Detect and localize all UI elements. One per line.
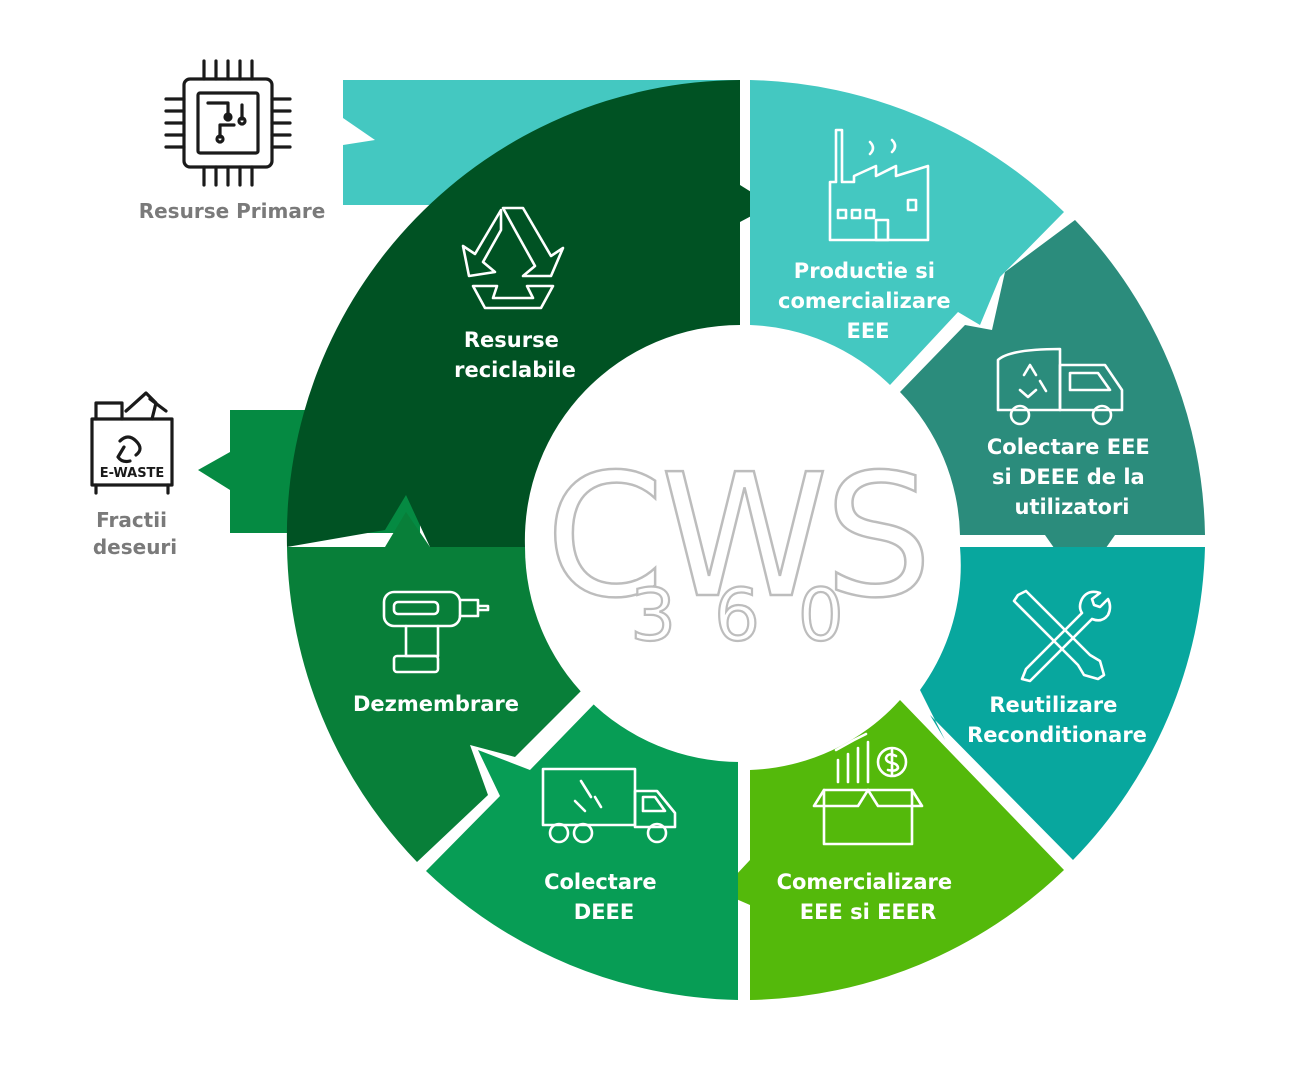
segment-dezmembrare (287, 512, 585, 862)
label-reutilizare-line: Reutilizare (989, 693, 1117, 717)
label-dezmembrare-line: Dezmembrare (353, 692, 519, 716)
label-comercializare-line: Comercializare (777, 870, 953, 894)
label-colectare-utilizatori-line: Colectare EEE (987, 435, 1150, 459)
recycling-truck-icon (541, 767, 677, 844)
label-colectare-utilizatori-line: si DEEE de la (992, 465, 1145, 489)
e-waste-bin-icon: E-WASTE (90, 391, 174, 495)
label-resurse-reciclabile-line: Resurse (464, 328, 559, 352)
label-comercializare-line: EEE si EEER (800, 900, 937, 924)
e-waste-bin-text: E-WASTE (100, 466, 165, 481)
label-colectare-utilizatori: Colectare EEE si DEEE de la utilizatori (987, 435, 1157, 519)
garbage-truck-icon (996, 347, 1124, 426)
label-productie-line: Productie si (794, 259, 935, 283)
label-resurse-reciclabile: Resurse reciclabile (454, 328, 576, 382)
center-circle (525, 332, 955, 762)
segment-resurse-reciclabile (286, 80, 772, 547)
factory-icon (828, 128, 930, 242)
label-fractii-deseuri-line: Fractii (96, 508, 167, 532)
box-growth-icon (812, 732, 924, 846)
chip-icon (164, 59, 292, 187)
label-resurse-reciclabile-line: reciclabile (454, 358, 576, 382)
label-fractii-deseuri: Fractii deseuri (93, 508, 177, 559)
label-colectare-deee-line: DEEE (574, 900, 634, 924)
label-colectare-utilizatori-line: utilizatori (1015, 495, 1130, 519)
segment-comercializare (720, 700, 1064, 1000)
logo-main: CWS (546, 438, 929, 636)
label-fractii-deseuri-line: deseuri (93, 535, 177, 559)
segment-productie (750, 80, 1064, 385)
segment-colectare-deee (426, 700, 738, 1000)
label-dezmembrare: Dezmembrare (353, 692, 519, 716)
recycle-icon (461, 206, 565, 310)
label-productie-line: comercializare (778, 289, 951, 313)
label-productie-line: EEE (846, 319, 889, 343)
label-productie: Productie si comercializare EEE (778, 259, 958, 343)
logo-sub: 360 (630, 573, 881, 657)
tools-icon (1012, 589, 1112, 683)
segment-colectare-utilizatori (900, 220, 1205, 585)
label-colectare-deee: Colectare DEEE (544, 870, 664, 924)
segment-reutilizare (920, 547, 1205, 860)
label-colectare-deee-line: Colectare (544, 870, 657, 894)
label-comercializare: Comercializare EEE si EEER (777, 870, 960, 924)
drill-icon (382, 590, 490, 674)
label-reutilizare-line: Reconditionare (967, 723, 1147, 747)
label-resurse-primare: Resurse Primare (139, 199, 326, 223)
label-reutilizare: Reutilizare Reconditionare (967, 693, 1147, 747)
